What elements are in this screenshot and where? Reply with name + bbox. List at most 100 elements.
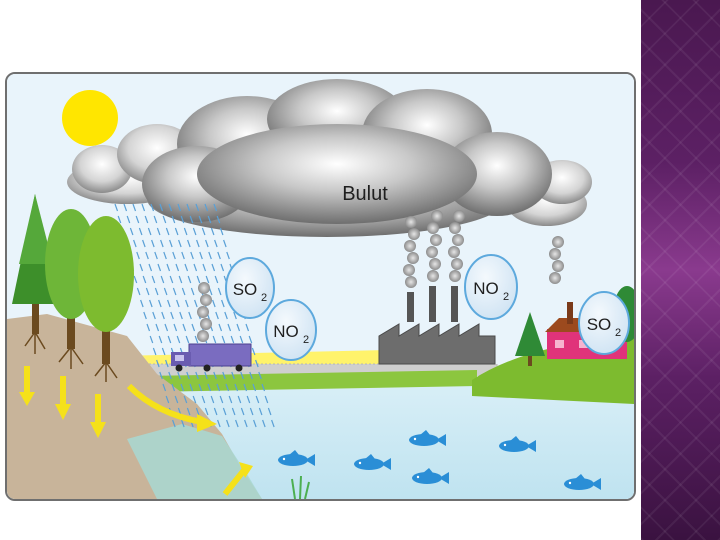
raindrop — [211, 263, 216, 272]
raindrop — [193, 263, 198, 272]
raindrop — [189, 383, 194, 392]
raindrop — [219, 227, 224, 236]
raindrop — [190, 287, 195, 296]
raindrop — [210, 395, 215, 404]
raindrop — [117, 215, 122, 224]
side-decoration-panel — [641, 0, 720, 540]
raindrop — [212, 335, 217, 344]
raindrop — [166, 263, 171, 272]
raindrop — [169, 275, 174, 284]
raindrop — [221, 299, 225, 308]
raindrop — [196, 239, 200, 248]
raindrop — [252, 383, 257, 392]
raindrop — [196, 275, 201, 284]
no2-bubble-factory: NO 2 — [464, 254, 518, 320]
raindrop — [147, 227, 152, 236]
raindrop — [258, 407, 263, 416]
raindrop — [261, 383, 266, 392]
raindrop — [178, 239, 182, 248]
raindrop — [204, 203, 209, 212]
raindrop — [158, 299, 162, 308]
acid-rain-diagram: Bulut — [5, 72, 636, 501]
raindrop — [163, 287, 168, 296]
raindrop — [249, 371, 253, 380]
raindrop — [138, 227, 143, 236]
raindrop — [177, 371, 181, 380]
raindrop — [153, 215, 158, 224]
raindrop — [245, 323, 250, 332]
raindrop — [171, 215, 176, 224]
raindrop — [217, 419, 221, 428]
raindrop — [173, 323, 178, 332]
raindrop — [170, 311, 174, 320]
groundwater-arrow — [222, 467, 248, 496]
raindrop — [240, 371, 244, 380]
raindrop — [201, 227, 206, 236]
raindrop — [154, 251, 158, 260]
raindrop — [213, 203, 218, 212]
raindrop — [218, 323, 223, 332]
raindrop — [161, 347, 166, 356]
raindrop — [149, 299, 153, 308]
raindrop — [136, 251, 140, 260]
raindrop — [224, 311, 228, 320]
raindrop — [148, 263, 153, 272]
raindrop — [167, 335, 172, 344]
roots — [24, 331, 118, 382]
arrow-icon — [197, 414, 217, 432]
raindrop — [156, 359, 160, 368]
raindrop — [214, 239, 218, 248]
raindrop — [157, 263, 162, 272]
raindrop — [212, 299, 216, 308]
raindrop — [207, 383, 212, 392]
raindrop — [178, 275, 183, 284]
so2-bubble-right: SO 2 — [578, 291, 630, 355]
raindrop — [145, 251, 149, 260]
raindrop — [142, 239, 146, 248]
raindrop — [152, 311, 156, 320]
raindrop — [258, 371, 262, 380]
raindrop — [216, 383, 221, 392]
raindrop — [202, 263, 207, 272]
raindrop — [187, 239, 191, 248]
raindrop — [231, 407, 236, 416]
raindrop — [215, 311, 219, 320]
raindrop — [159, 203, 164, 212]
raindrop — [154, 287, 159, 296]
no2-label: NO — [473, 279, 499, 298]
raindrop — [162, 383, 167, 392]
raindrop — [180, 215, 185, 224]
raindrop — [246, 395, 251, 404]
raindrop — [226, 251, 230, 260]
raindrop — [146, 323, 151, 332]
raindrop — [181, 419, 185, 428]
so2-subscript: 2 — [615, 327, 621, 339]
raindrop — [205, 239, 209, 248]
no2-bubble-left: NO 2 — [265, 299, 317, 361]
raindrop — [169, 239, 173, 248]
so2-subscript: 2 — [261, 292, 267, 304]
raindrop — [142, 275, 147, 284]
raindrop — [271, 419, 275, 428]
raindrop — [183, 395, 188, 404]
raindrop — [253, 419, 257, 428]
raindrop — [213, 371, 217, 380]
raindrop — [174, 227, 179, 236]
raindrop — [185, 335, 190, 344]
raindrop — [133, 239, 137, 248]
raindrop — [114, 203, 119, 212]
raindrop — [163, 251, 167, 260]
raindrop — [198, 383, 203, 392]
raindrop — [195, 371, 199, 380]
tree-icon — [515, 312, 545, 366]
raindrop — [164, 323, 169, 332]
raindrop — [222, 371, 226, 380]
raindrop — [267, 407, 272, 416]
raindrop — [221, 335, 226, 344]
raindrop — [207, 215, 212, 224]
raindrop — [249, 407, 254, 416]
raindrop — [151, 239, 155, 248]
raindrop — [139, 263, 144, 272]
raindrop — [192, 395, 197, 404]
raindrop — [190, 251, 194, 260]
